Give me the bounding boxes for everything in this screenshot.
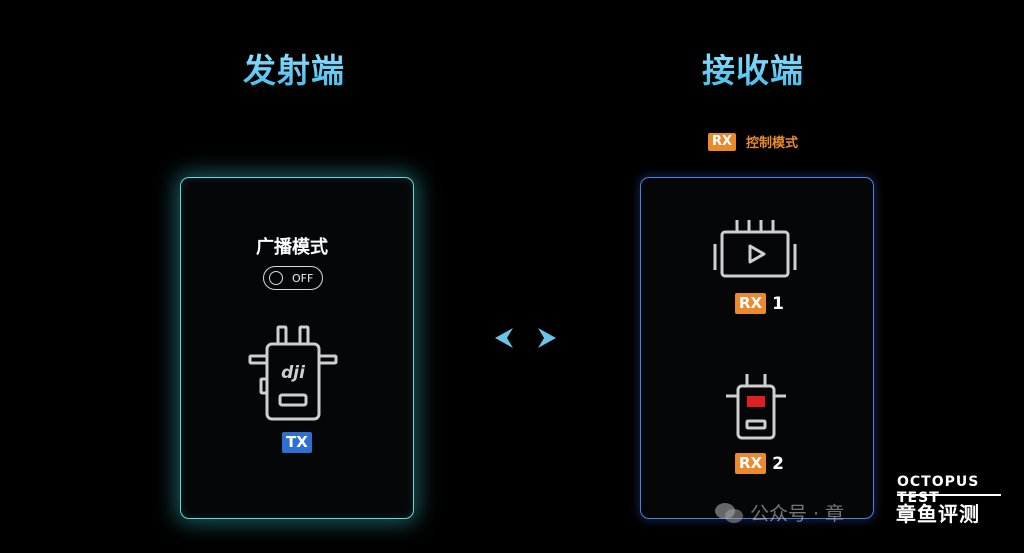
tx-badge: TX [282, 432, 312, 453]
broadcast-mode-toggle[interactable]: OFF [263, 266, 323, 290]
transmitter-device-icon: dji [247, 325, 339, 427]
brand-divider [897, 494, 1001, 496]
receiver-red-icon [723, 372, 789, 446]
brand-chinese: 章鱼评测 [896, 502, 980, 526]
arrow-left-icon [493, 327, 517, 353]
dji-logo: dji [281, 363, 306, 383]
toggle-state-label: OFF [292, 271, 314, 285]
control-mode-line: RX 控制模式 [708, 132, 798, 151]
arrow-right-icon [534, 327, 558, 353]
rx1-label: RX 1 [735, 293, 784, 314]
rx2-number: 2 [772, 453, 784, 474]
receiver-title: 接收端 [702, 44, 804, 92]
wechat-watermark: 公众号 · 章 [714, 499, 844, 526]
wechat-icon [715, 502, 743, 523]
broadcast-mode-label: 广播模式 [256, 237, 328, 258]
toggle-knob [269, 271, 283, 285]
rx2-badge: RX [735, 453, 767, 474]
rx1-number: 1 [772, 293, 784, 314]
transmitter-panel [180, 177, 414, 519]
transmitter-title: 发射端 [243, 44, 345, 92]
camera-play-icon [712, 218, 798, 284]
rx2-label: RX 2 [735, 453, 784, 474]
control-mode-text: 控制模式 [746, 136, 799, 151]
wechat-text: 公众号 · 章 [750, 503, 845, 525]
rx-control-badge: RX [708, 132, 737, 151]
rx1-badge: RX [735, 293, 767, 314]
